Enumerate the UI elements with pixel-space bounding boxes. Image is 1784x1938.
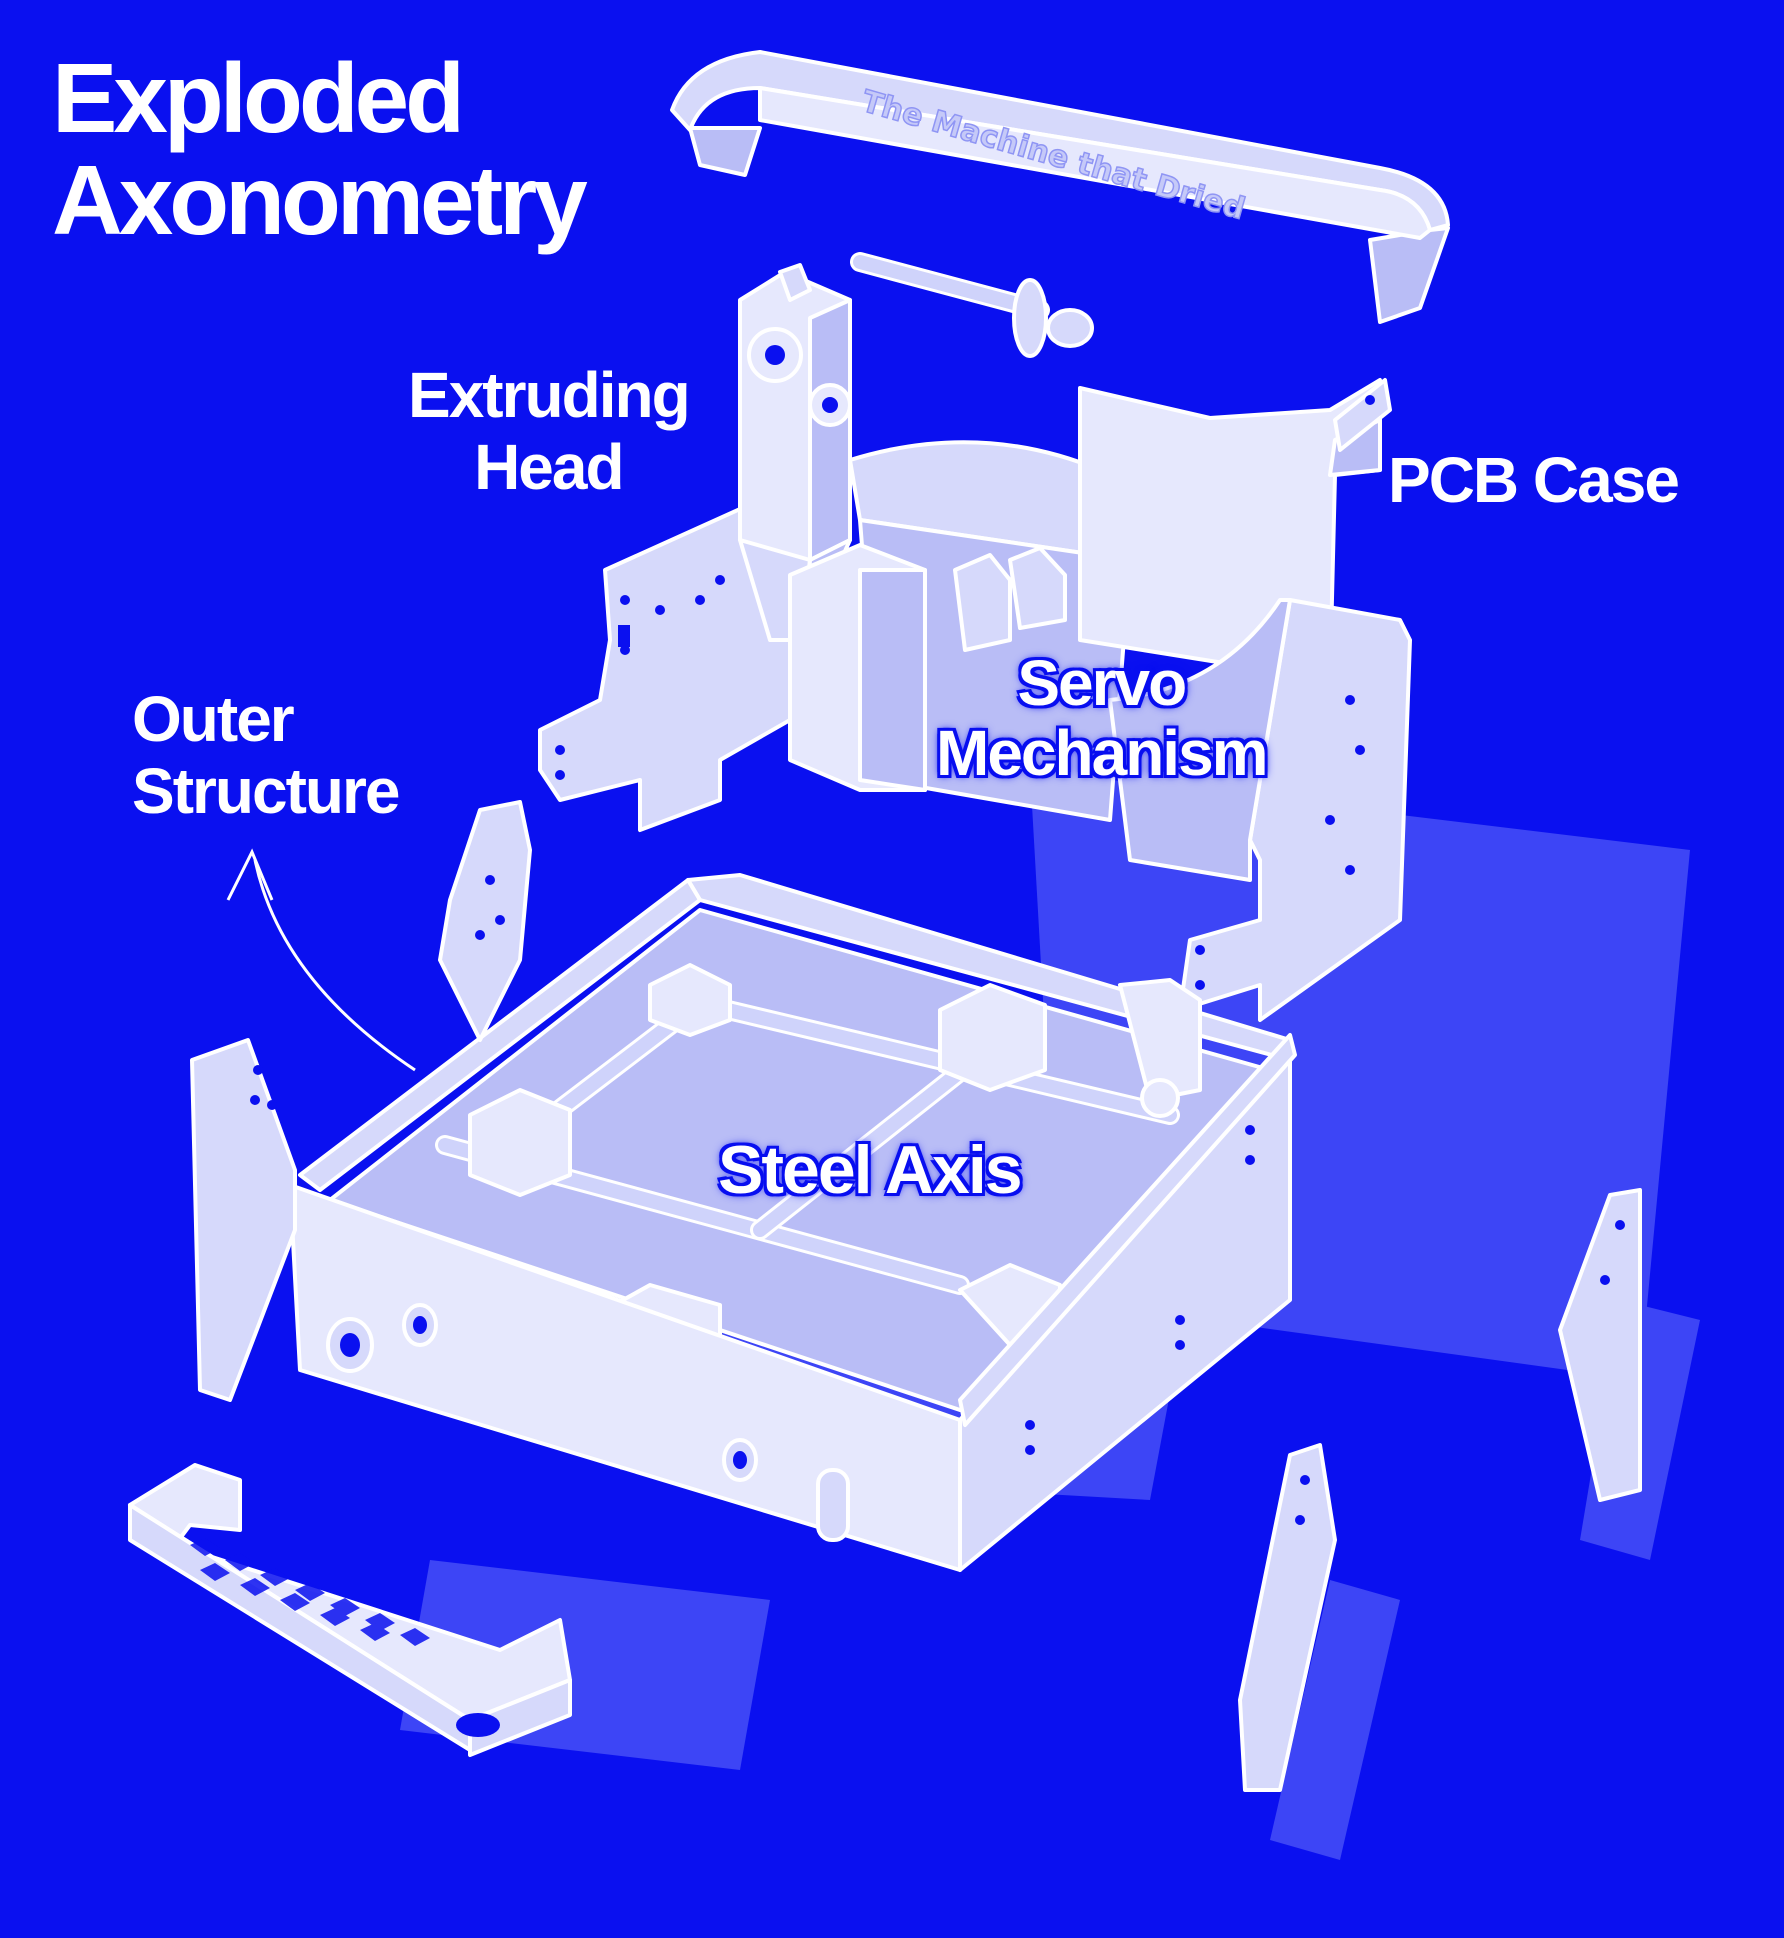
servo-mechanism-label-line-2: Mechanism [936, 717, 1269, 790]
servo-block-part [788, 543, 1067, 792]
outer-structure-label-line-2: Structure [132, 754, 400, 827]
servo-mechanism-label: Servo Mechanism [936, 647, 1269, 790]
leg-fin-left-front [190, 1038, 297, 1402]
outer-structure-label-line-1: Outer [132, 683, 295, 755]
leg-fin-left-back [438, 800, 532, 1042]
right-side-plate [1108, 598, 1412, 1022]
diagram-title: Exploded Axonometry [52, 43, 588, 255]
steel-axis-label: Steel Axis [718, 1132, 1023, 1208]
leg-fin-right-front [1558, 1188, 1642, 1502]
spool-axle-part [850, 252, 1094, 358]
extruding-head-label: Extruding Head [408, 359, 691, 503]
extruding-head-label-line-1: Extruding [408, 359, 691, 431]
pcb-case-label: PCB Case [1388, 444, 1680, 516]
servo-mechanism-label-line-1: Servo [1017, 647, 1187, 719]
honeycomb-handle-part [128, 1463, 572, 1757]
outer-structure-label: Outer Structure [132, 683, 400, 827]
title-line-2: Axonometry [52, 144, 588, 255]
extruding-head-label-line-2: Head [474, 430, 624, 503]
title-line-1: Exploded [52, 43, 465, 153]
outer-structure-arrow [226, 848, 416, 1072]
leg-fin-center-front [1238, 1443, 1337, 1792]
base-chassis-part [288, 873, 1297, 1572]
